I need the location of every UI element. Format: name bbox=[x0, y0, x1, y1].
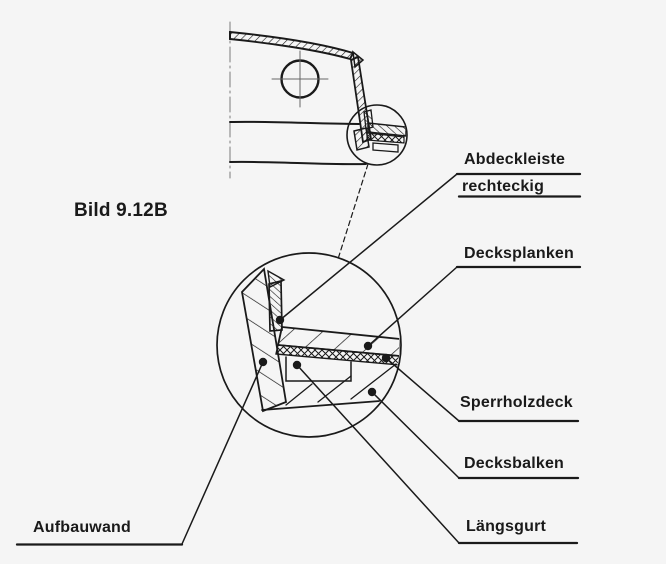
joint-detail-small bbox=[353, 109, 407, 153]
porthole bbox=[271, 50, 329, 108]
section-overview bbox=[229, 21, 408, 179]
detail-view bbox=[216, 252, 402, 438]
leader-sperrholzdeck bbox=[385, 357, 460, 422]
detail-marker-circle bbox=[346, 104, 408, 166]
roof-section bbox=[229, 30, 355, 61]
callout-label-laengsgurt: Längsgurt bbox=[466, 518, 547, 535]
laengsgurt-section bbox=[285, 356, 352, 382]
detail-view-circle bbox=[216, 252, 402, 438]
callout-label-decksbalken: Decksbalken bbox=[464, 455, 565, 472]
leader-decksbalken bbox=[371, 391, 460, 479]
callout-label-abdeckleiste-line1: Abdeckleiste bbox=[464, 151, 566, 168]
callout-label-abdeckleiste-line2: rechteckig bbox=[462, 178, 545, 195]
deck-line bbox=[229, 120, 360, 125]
aufbauwand-section bbox=[241, 267, 288, 413]
sperrholzdeck-section bbox=[275, 344, 400, 366]
leader-lines bbox=[181, 173, 460, 545]
callout-label-sperrholzdeck: Sperrholzdeck bbox=[460, 394, 573, 411]
leader-aufbauwand bbox=[181, 361, 264, 545]
beam-bottom-edge bbox=[261, 400, 381, 411]
hull-line bbox=[229, 160, 367, 166]
decksbalken-section bbox=[285, 363, 397, 406]
label-underlines bbox=[15, 172, 582, 546]
callout-label-decksplanken: Decksplanken bbox=[464, 245, 575, 262]
leader-laengsgurt bbox=[296, 364, 460, 544]
leader-abdeckleiste bbox=[279, 173, 458, 321]
detail-connector-line bbox=[337, 163, 369, 260]
callout-label-aufbauwand: Aufbauwand bbox=[33, 519, 131, 536]
leader-decksplanken bbox=[367, 266, 458, 347]
figure-caption: Bild 9.12B bbox=[74, 200, 168, 221]
